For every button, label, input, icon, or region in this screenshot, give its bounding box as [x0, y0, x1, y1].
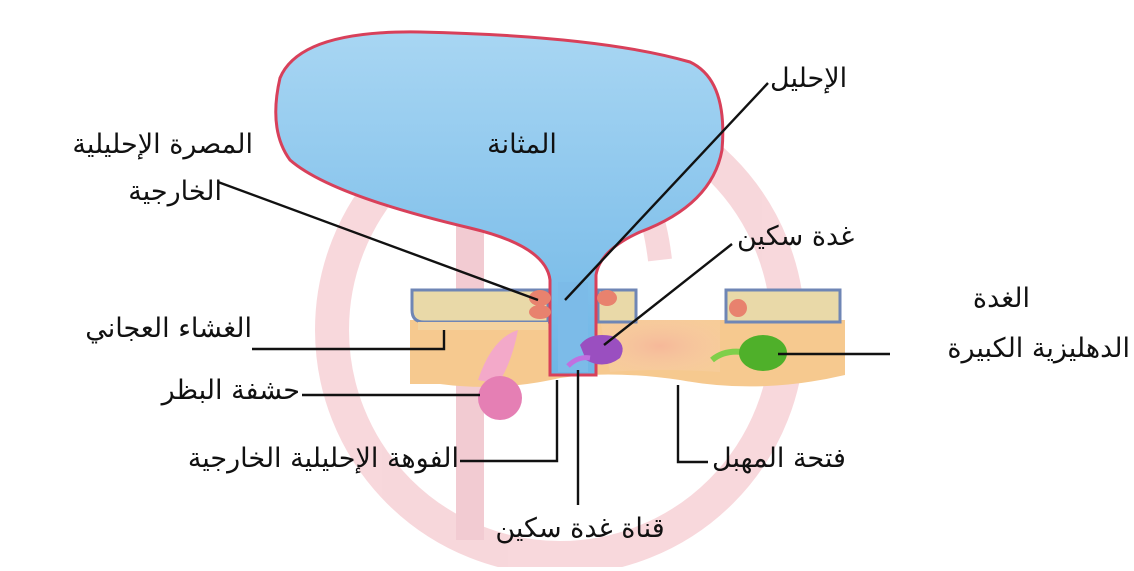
label-external-sphincter-line2: الخارجية	[0, 175, 222, 209]
label-external-sphincter-line1: المصرة الإحليلية	[0, 128, 253, 162]
label-skene-gland: غدة سكين	[737, 220, 854, 254]
label-greater-vestibular-line2: الدهليزية الكبيرة	[880, 332, 1130, 366]
label-external-urethral-orifice: الفوهة الإحليلية الخارجية	[0, 442, 459, 476]
label-clitoral-bulb: حشفة البظر	[0, 374, 300, 408]
label-vaginal-orifice: فتحة المهبل	[712, 442, 846, 476]
label-urethra: الإحليل	[770, 62, 847, 96]
label-skene-duct: قناة غدة سكين	[430, 512, 730, 546]
leader-vaginal-orifice	[678, 385, 708, 462]
label-greater-vestibular-line1: الغدة	[900, 282, 1030, 316]
label-perineal-membrane: الغشاء العجاني	[0, 312, 252, 346]
label-bladder: المثانة	[462, 128, 582, 162]
